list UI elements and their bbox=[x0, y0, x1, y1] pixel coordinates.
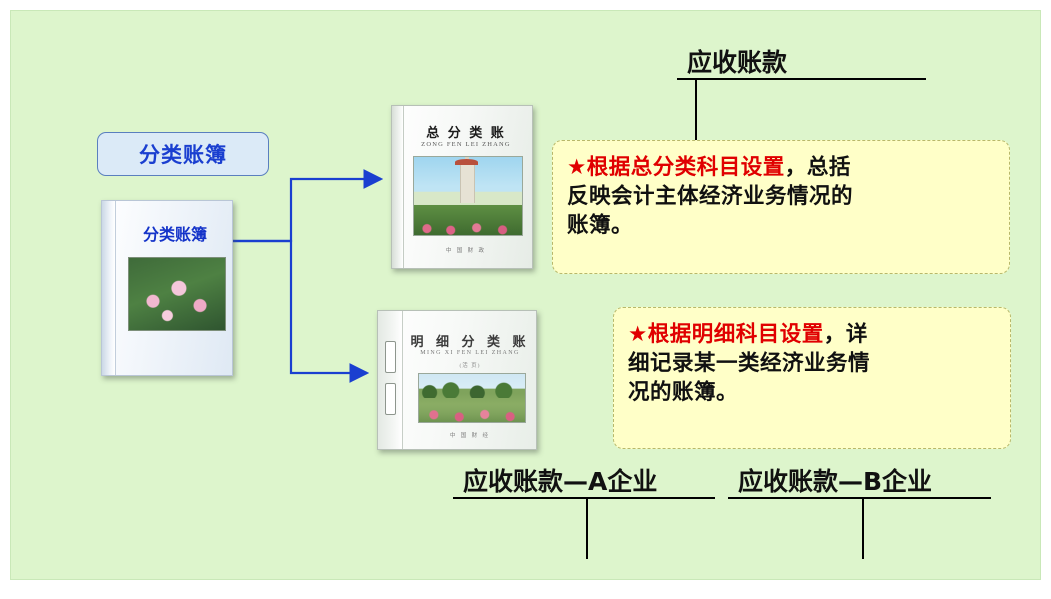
callout-subsidiary-ledger: ★根据明细科目设置，详 细记录某一类经济业务情 况的账簿。 bbox=[613, 307, 1011, 449]
heading-bottom-left-underline bbox=[453, 497, 715, 499]
callout1-line2: 反映会计主体经济业务情况的 bbox=[567, 184, 854, 210]
garden-photo-icon bbox=[418, 373, 526, 423]
book-spine bbox=[392, 106, 404, 268]
callout2-line1b: 详 bbox=[845, 322, 868, 347]
star-icon: ★ bbox=[567, 155, 587, 180]
callout1-line1: ★根据总分类科目设置，总括 bbox=[567, 153, 993, 182]
book-subsidiary-footer: 中 国 财 经 bbox=[449, 433, 491, 439]
book-general-footer: 中 国 财 政 bbox=[445, 248, 487, 254]
callout2-line1: ★根据明细科目设置，详 bbox=[628, 320, 994, 349]
callout1-line3: 账簿。 bbox=[567, 213, 634, 239]
book-general-ledger: 总 分 类 账 ZONG FEN LEI ZHANG 中 国 财 政 bbox=[391, 105, 533, 269]
book-spine bbox=[378, 311, 403, 449]
heading-ar-company-a: 应收账款—A企业 bbox=[463, 467, 658, 496]
book-general-subtitle: ZONG FEN LEI ZHANG bbox=[421, 141, 511, 148]
book-ledger-left: 分类账簿 bbox=[101, 200, 233, 376]
binder-clip-icon bbox=[385, 341, 396, 373]
callout2-line2: 细记录某一类经济业务情 bbox=[628, 351, 871, 377]
book-subsidiary-ledger: 明 细 分 类 账 MING XI FEN LEI ZHANG (活 页) 中 … bbox=[377, 310, 537, 450]
book-subsidiary-subtitle2: (活 页) bbox=[459, 363, 481, 369]
callout2-red-text: 根据明细科目设置 bbox=[647, 322, 824, 347]
book-subsidiary-subtitle: MING XI FEN LEI ZHANG bbox=[420, 350, 520, 356]
tower-photo-icon bbox=[413, 156, 523, 236]
book-subsidiary-title: 明 细 分 类 账 bbox=[410, 335, 530, 350]
callout1-red-text: 根据总分类科目设置 bbox=[586, 155, 785, 180]
heading-bottom-right-underline bbox=[728, 497, 991, 499]
callout2-comma: ， bbox=[823, 322, 846, 347]
callout1-line1b: 总括 bbox=[806, 155, 851, 180]
callout2-line3: 况的账簿。 bbox=[628, 380, 739, 406]
callout-general-ledger: ★根据总分类科目设置，总括 反映会计主体经济业务情况的 账簿。 bbox=[552, 140, 1010, 274]
book-general-title: 总 分 类 账 bbox=[426, 126, 506, 141]
heading-bottom-left-stem bbox=[586, 497, 588, 559]
heading-top-stem bbox=[695, 78, 697, 140]
category-label-box: 分类账簿 bbox=[97, 132, 269, 176]
heading-ar-company-b: 应收账款—B企业 bbox=[738, 467, 933, 496]
category-label-text: 分类账簿 bbox=[139, 143, 227, 167]
heading-bottom-right-stem bbox=[862, 497, 864, 559]
star-icon: ★ bbox=[628, 322, 648, 347]
binder-clip-icon bbox=[385, 383, 396, 415]
book-spine bbox=[102, 201, 116, 375]
callout1-comma: ， bbox=[784, 155, 807, 180]
heading-accounts-receivable: 应收账款 bbox=[687, 48, 788, 77]
heading-top-underline bbox=[677, 78, 926, 80]
lotus-photo-icon bbox=[128, 257, 226, 331]
book-left-title: 分类账簿 bbox=[142, 225, 207, 244]
slide-canvas: 应收账款 分类账簿 分类账簿 总 分 类 bbox=[10, 10, 1041, 580]
